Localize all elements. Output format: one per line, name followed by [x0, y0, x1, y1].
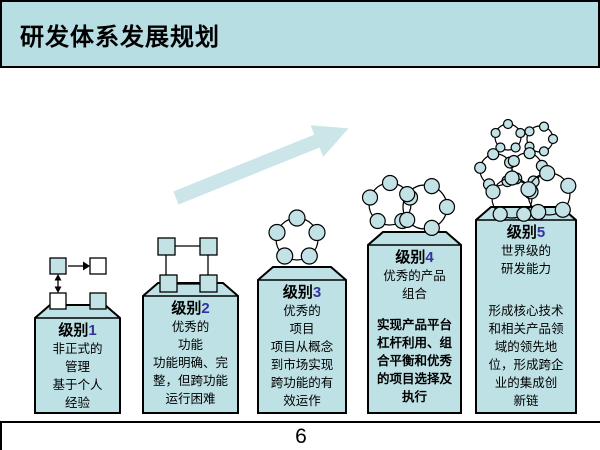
- footer-bar: 6: [0, 421, 600, 450]
- pillar-5-text: 级别5 世界级的 研发能力 形成核心技术 和相关产品领 域的领先地 位，形成跨企…: [476, 224, 576, 410]
- pillar-3-description: 优秀的 项目 项目从概念 到市场实现 跨功能的有 效运作: [270, 304, 334, 408]
- pillar-3-shape: [257, 266, 347, 414]
- portfolio-network-icon: [361, 174, 456, 236]
- innovation-cluster-icon: [474, 118, 577, 222]
- pillar-1-description: 非正式的 管理 基于个人 经验: [52, 342, 103, 410]
- growth-arrow-icon: [173, 125, 349, 205]
- pillar-2-shape: [142, 282, 239, 414]
- pillar-2-description: 优秀的 功能 功能明确、完 整，但跨功能 运行困难: [152, 320, 228, 406]
- pillar-3-level-label: 级别3: [258, 284, 346, 302]
- level-number: 3: [312, 284, 322, 301]
- level-number: 2: [201, 300, 210, 317]
- pillar-2-level-label: 级别2: [143, 300, 238, 318]
- pillar-5-subtitle: 世界级的 研发能力: [500, 244, 551, 276]
- page-number: 6: [295, 425, 307, 448]
- project-network-icon: [268, 209, 326, 265]
- level-prefix: 级别: [395, 249, 426, 266]
- linked-functions-icon: [157, 237, 218, 293]
- level-number: 5: [536, 224, 546, 241]
- level-number: 1: [88, 322, 97, 339]
- level-number: 4: [425, 249, 434, 266]
- pillar-4-description: 实现产品平台 杠杆利用、组 合平衡和优秀 的项目选择及 执行: [376, 318, 452, 404]
- pillar-2-text: 级别2 优秀的 功能 功能明确、完 整，但跨功能 运行困难: [143, 300, 238, 408]
- title-bar: 研发体系发展规划: [0, 0, 600, 68]
- pillar-4-level-label: 级别4: [368, 249, 461, 267]
- pillar-5-level-label: 级别5: [476, 224, 576, 242]
- slide-title: 研发体系发展规划: [20, 23, 220, 51]
- level-prefix: 级别: [58, 322, 89, 339]
- level-prefix: 级别: [506, 224, 537, 241]
- level-prefix: 级别: [171, 300, 202, 317]
- pillar-1-level-label: 级别1: [35, 322, 120, 340]
- informal-process-icon: [49, 257, 107, 310]
- pillar-1-text: 级别1 非正式的 管理 基于个人 经验: [35, 322, 120, 412]
- pillar-4-subtitle: 优秀的产品 组合: [383, 269, 446, 301]
- pillar-4-text: 级别4 优秀的产品 组合 实现产品平台 杠杆利用、组 合平衡和优秀 的项目选择及…: [368, 249, 461, 406]
- pillar-3-text: 级别3 优秀的 项目 项目从概念 到市场实现 跨功能的有 效运作: [258, 284, 346, 410]
- level-prefix: 级别: [282, 284, 313, 301]
- pillar-4-shape: [367, 231, 462, 414]
- pillar-5-description: 形成核心技术 和相关产品领 域的领先地 位，形成跨企 业的集成创 新链: [488, 304, 564, 408]
